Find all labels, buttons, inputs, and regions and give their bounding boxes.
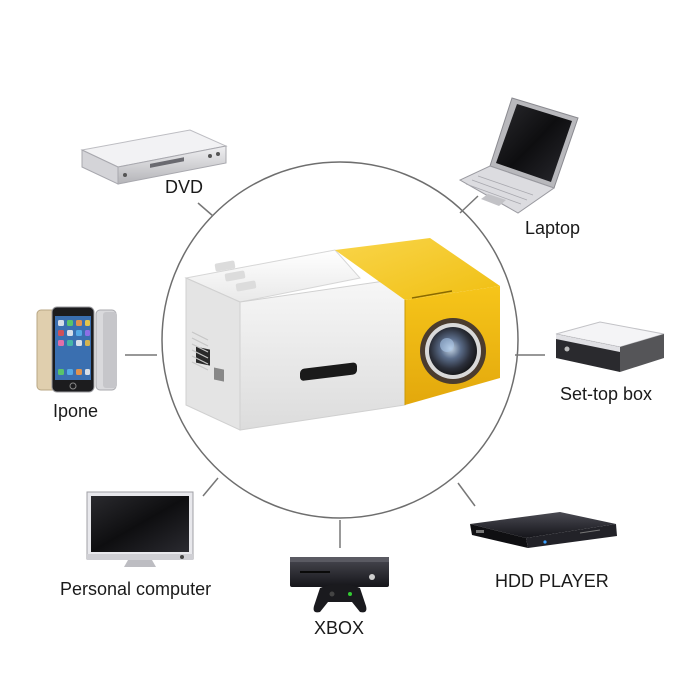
smartphones bbox=[36, 306, 117, 393]
label-dvd: DVD bbox=[165, 177, 203, 197]
dvd-player bbox=[80, 129, 228, 185]
label-xbox: XBOX bbox=[314, 618, 364, 638]
label-set-top-box: Set-top box bbox=[560, 384, 652, 404]
set-top-box bbox=[555, 321, 665, 372]
label-ipone: Ipone bbox=[53, 401, 98, 421]
mini-projector bbox=[184, 238, 500, 431]
monitor bbox=[86, 491, 194, 567]
label-personal-computer: Personal computer bbox=[60, 579, 211, 599]
label-hdd-player: HDD PLAYER bbox=[495, 571, 609, 591]
xbox-console bbox=[290, 557, 389, 613]
central-circle bbox=[161, 161, 519, 519]
connector-lines bbox=[125, 195, 545, 548]
label-laptop: Laptop bbox=[525, 218, 580, 238]
hdd-player bbox=[470, 512, 617, 548]
laptop bbox=[458, 97, 579, 214]
device-labels: DVD Laptop Ipone Set-top box Personal co… bbox=[53, 177, 652, 638]
